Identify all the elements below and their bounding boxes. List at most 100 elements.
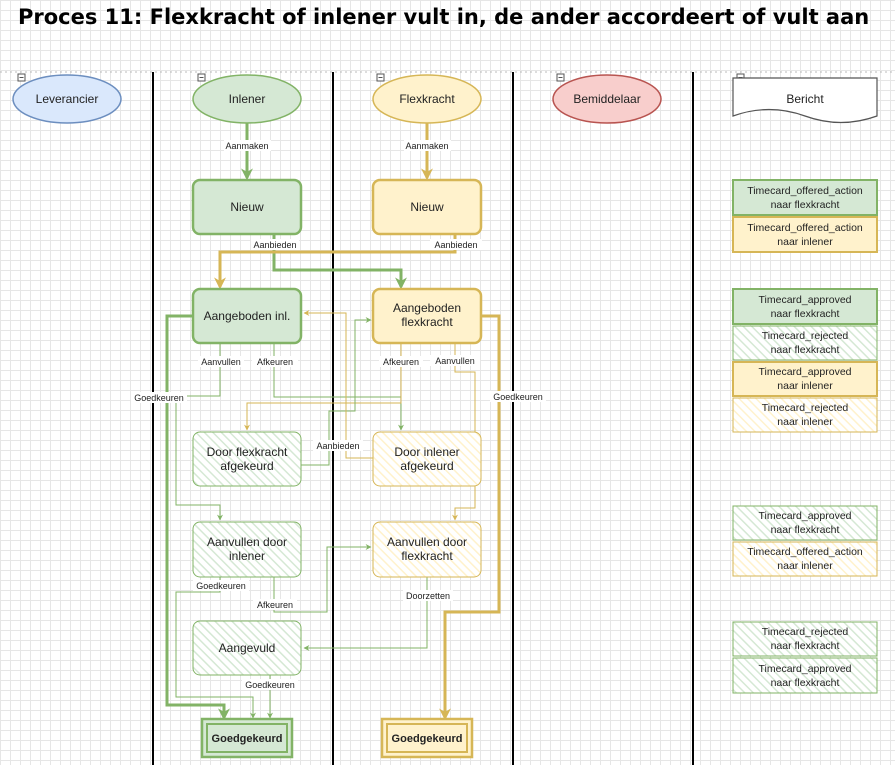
lane-inlener: Inlener bbox=[192, 74, 302, 124]
lane-bemiddelaar: Bemiddelaar bbox=[552, 74, 662, 124]
svg-text:Goedgekeurd: Goedgekeurd bbox=[392, 733, 463, 745]
node-door-flexkracht-afgekeurd[interactable]: Door flexkracht afgekeurd bbox=[192, 431, 302, 487]
node-goedgekeurd-flexkracht[interactable]: Goedgekeurd bbox=[380, 717, 474, 759]
svg-text:afgekeurd: afgekeurd bbox=[220, 459, 273, 473]
edge-label-afkeuren-inl: Afkeuren bbox=[252, 356, 298, 367]
message-box[interactable]: Timecard_approved naar flexkracht bbox=[732, 505, 878, 541]
message-box[interactable]: Timecard_offered_action naar inlener bbox=[732, 216, 878, 253]
svg-text:Aangeboden inl.: Aangeboden inl. bbox=[204, 309, 291, 323]
svg-text:Timecard_rejected: Timecard_rejected bbox=[762, 330, 849, 342]
message-box[interactable]: Timecard_rejected naar flexkracht bbox=[732, 621, 878, 657]
node-aanvullen-door-flexkracht[interactable]: Aanvullen door flexkracht bbox=[372, 521, 482, 578]
edge-label-aanmaken-inl: Aanmaken bbox=[224, 140, 271, 151]
svg-text:Afkeuren: Afkeuren bbox=[257, 357, 293, 367]
edge-label-aanbieden-mid: Aanbieden bbox=[313, 440, 363, 451]
svg-text:naar inlener: naar inlener bbox=[777, 416, 833, 428]
svg-text:Aanmaken: Aanmaken bbox=[225, 141, 268, 151]
edge-label-aanmaken-flex: Aanmaken bbox=[404, 140, 451, 151]
svg-text:Timecard_approved: Timecard_approved bbox=[759, 366, 852, 378]
node-aangeboden-inlener[interactable]: Aangeboden inl. bbox=[191, 287, 303, 345]
svg-text:Aanmaken: Aanmaken bbox=[405, 141, 448, 151]
svg-text:naar flexkracht: naar flexkracht bbox=[771, 308, 840, 320]
lane-leverancier: Leverancier bbox=[12, 74, 122, 124]
svg-text:Aanvullen: Aanvullen bbox=[435, 356, 475, 366]
svg-text:Bericht: Bericht bbox=[786, 92, 824, 106]
svg-text:Goedkeuren: Goedkeuren bbox=[245, 680, 295, 690]
edge-aanvullen-inlener bbox=[175, 343, 223, 521]
svg-text:naar inlener: naar inlener bbox=[777, 380, 833, 392]
node-nieuw-flexkracht[interactable]: Nieuw bbox=[371, 178, 483, 236]
svg-text:Timecard_offered_action: Timecard_offered_action bbox=[747, 222, 863, 234]
edge-goedkeuren-inlener bbox=[165, 314, 230, 721]
edge-label-aanbieden-inl: Aanbieden bbox=[251, 239, 299, 250]
message-box[interactable]: Timecard_offered_action naar inlener bbox=[732, 541, 878, 577]
message-box[interactable]: Timecard_approved naar inlener bbox=[732, 361, 878, 397]
svg-text:naar flexkracht: naar flexkracht bbox=[771, 640, 840, 652]
svg-text:Flexkracht: Flexkracht bbox=[399, 92, 455, 106]
lane-separators bbox=[152, 72, 694, 765]
svg-text:Nieuw: Nieuw bbox=[230, 200, 264, 214]
svg-text:naar flexkracht: naar flexkracht bbox=[771, 344, 840, 356]
svg-text:flexkracht: flexkracht bbox=[401, 549, 453, 563]
svg-text:Aanvullen: Aanvullen bbox=[201, 357, 241, 367]
svg-text:Goedkeuren: Goedkeuren bbox=[493, 392, 543, 402]
edge-label-goedkeuren-aanv-inl: Goedkeuren bbox=[193, 580, 249, 591]
svg-text:Timecard_offered_action: Timecard_offered_action bbox=[747, 185, 863, 197]
svg-text:naar flexkracht: naar flexkracht bbox=[771, 199, 840, 211]
edge-label-afkeuren-aanv: Afkeuren bbox=[253, 599, 297, 610]
node-aangevuld[interactable]: Aangevuld bbox=[192, 620, 302, 676]
edge-label-goedkeuren-inl: Goedkeuren bbox=[131, 392, 187, 403]
node-nieuw-inlener[interactable]: Nieuw bbox=[191, 178, 303, 236]
message-box[interactable]: Timecard_offered_action naar flexkracht bbox=[732, 179, 878, 216]
svg-text:Aangeboden: Aangeboden bbox=[393, 301, 461, 315]
edge-label-goedkeuren-aangevuld: Goedkeuren bbox=[242, 679, 298, 690]
svg-text:flexkracht: flexkracht bbox=[401, 315, 453, 329]
svg-text:Goedgekeurd: Goedgekeurd bbox=[212, 733, 283, 745]
svg-text:Aangevuld: Aangevuld bbox=[219, 641, 276, 655]
message-box[interactable]: Timecard_rejected naar flexkracht bbox=[732, 325, 878, 361]
svg-text:Aanvullen door: Aanvullen door bbox=[387, 535, 467, 549]
message-box[interactable]: Timecard_approved naar flexkracht bbox=[732, 657, 878, 694]
edge-aanbieden-door-flex bbox=[301, 317, 372, 466]
message-box[interactable]: Timecard_rejected naar inlener bbox=[732, 397, 878, 433]
svg-text:inlener: inlener bbox=[229, 549, 265, 563]
svg-text:naar inlener: naar inlener bbox=[777, 560, 833, 572]
svg-text:naar flexkracht: naar flexkracht bbox=[771, 524, 840, 536]
svg-text:Timecard_approved: Timecard_approved bbox=[759, 510, 852, 522]
svg-text:Timecard_offered_action: Timecard_offered_action bbox=[747, 546, 863, 558]
node-aanvullen-door-inlener[interactable]: Aanvullen door inlener bbox=[192, 521, 302, 578]
edge-afkeuren-inlener bbox=[273, 343, 404, 431]
svg-text:Timecard_rejected: Timecard_rejected bbox=[762, 626, 849, 638]
edge-label-aanvullen-flex: Aanvullen bbox=[430, 355, 480, 366]
message-box[interactable]: Timecard_approved naar flexkracht bbox=[732, 288, 878, 325]
node-aangeboden-flexkracht[interactable]: Aangeboden flexkracht bbox=[371, 287, 483, 345]
svg-text:Aanvullen door: Aanvullen door bbox=[207, 535, 287, 549]
svg-text:naar inlener: naar inlener bbox=[777, 236, 833, 248]
svg-text:naar flexkracht: naar flexkracht bbox=[771, 677, 840, 689]
page-title: Proces 11: Flexkracht of inlener vult in… bbox=[18, 5, 870, 29]
svg-text:Afkeuren: Afkeuren bbox=[257, 600, 293, 610]
lane-bericht: Bericht bbox=[732, 77, 878, 124]
svg-text:Timecard_approved: Timecard_approved bbox=[759, 663, 852, 675]
node-goedgekeurd-inlener[interactable]: Goedgekeurd bbox=[200, 717, 294, 759]
edge-aanbieden-door-inl bbox=[303, 310, 373, 459]
svg-text:Bemiddelaar: Bemiddelaar bbox=[573, 92, 640, 106]
svg-text:Inlener: Inlener bbox=[229, 92, 266, 106]
svg-text:Door flexkracht: Door flexkracht bbox=[207, 445, 288, 459]
lane-flexkracht: Flexkracht bbox=[372, 74, 482, 124]
edge-label-aanvullen-inl: Aanvullen bbox=[198, 356, 244, 367]
svg-text:Doorzetten: Doorzetten bbox=[406, 591, 450, 601]
svg-text:Afkeuren: Afkeuren bbox=[383, 357, 419, 367]
svg-text:Aanbieden: Aanbieden bbox=[316, 441, 359, 451]
edge-label-goedkeuren-flex: Goedkeuren bbox=[490, 391, 546, 402]
edge-goedkeuren-flexkracht bbox=[439, 314, 501, 721]
svg-text:Nieuw: Nieuw bbox=[410, 200, 444, 214]
svg-text:Timecard_approved: Timecard_approved bbox=[759, 294, 852, 306]
svg-text:Timecard_rejected: Timecard_rejected bbox=[762, 402, 849, 414]
edge-label-doorzetten: Doorzetten bbox=[403, 590, 453, 601]
svg-text:Goedkeuren: Goedkeuren bbox=[196, 581, 246, 591]
node-door-inlener-afgekeurd[interactable]: Door inlener afgekeurd bbox=[372, 431, 482, 487]
svg-text:Aanbieden: Aanbieden bbox=[434, 240, 477, 250]
svg-text:Door inlener: Door inlener bbox=[394, 445, 459, 459]
